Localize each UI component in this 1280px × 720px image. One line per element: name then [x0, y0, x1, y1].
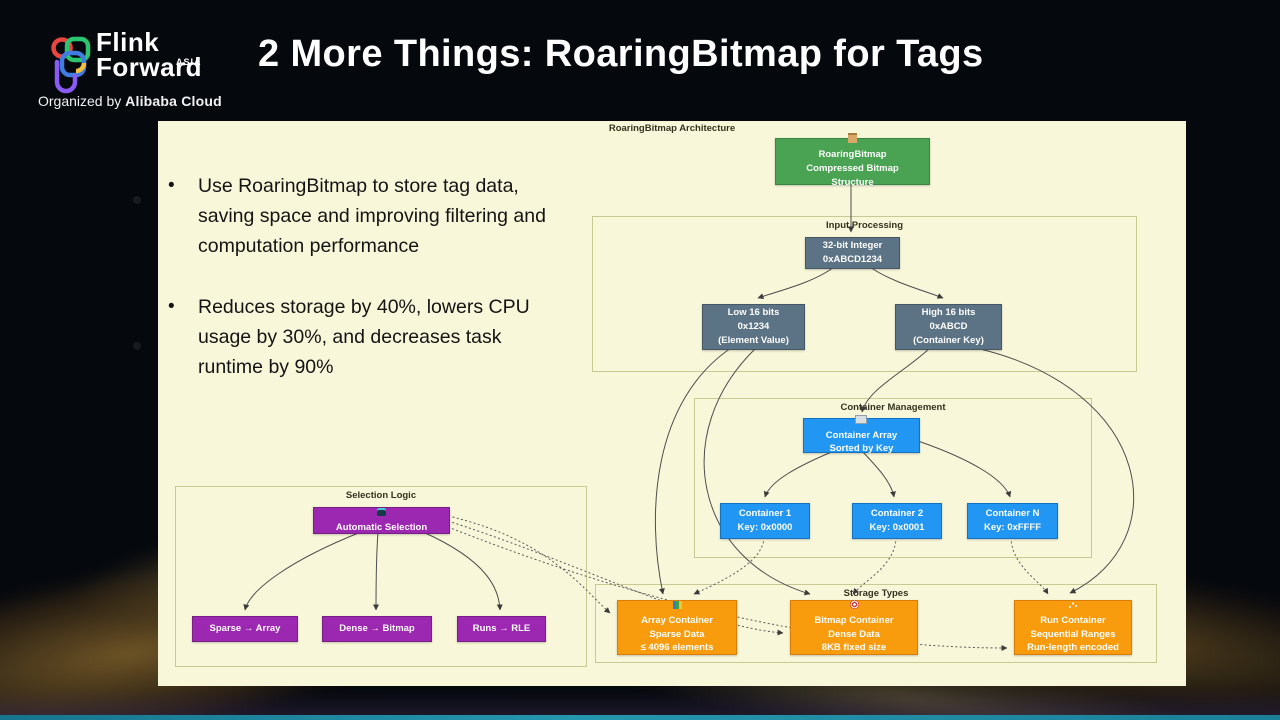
- store-line: ≤ 4096 elements: [640, 642, 714, 654]
- brand-wordmark: Flink Forward: [96, 27, 203, 82]
- store-title: Array Container: [641, 614, 713, 626]
- bullet-text-line: Use RoaringBitmap to store tag data,: [198, 175, 519, 197]
- slide-content-panel: • Use RoaringBitmap to store tag data, s…: [158, 121, 1186, 686]
- container-2-node: Container 2 Key: 0x0001: [852, 503, 942, 539]
- automatic-selection-node: Automatic Selection: [313, 507, 450, 534]
- roaringbitmap-root-node: RoaringBitmap Compressed Bitmap Structur…: [775, 133, 930, 188]
- diagram-title: RoaringBitmap Architecture: [608, 123, 736, 134]
- package-icon: [848, 133, 857, 144]
- storage-types-group: Storage Types: [595, 584, 1157, 663]
- slide-title: 2 More Things: RoaringBitmap for Tags: [258, 33, 984, 75]
- bullet-marker: •: [168, 175, 175, 196]
- container-management-label: Container Management: [840, 402, 946, 413]
- low-bits-line: (Element Value): [718, 334, 789, 346]
- container-node-line: Key: 0xFFFF: [983, 522, 1041, 533]
- bullet-text-line: Reduces storage by 40%, lowers CPU: [198, 296, 530, 318]
- store-line: Sequential Ranges: [1030, 628, 1116, 640]
- high-bits-line: (Container Key): [913, 334, 984, 346]
- bullet-text-line: usage by 30%, and decreases task: [198, 326, 502, 348]
- organizer-name: Alibaba Cloud: [125, 93, 222, 109]
- container-node-line: Key: 0x0001: [869, 522, 925, 533]
- scatter-dots-icon: [1067, 600, 1078, 609]
- store-line: Run-length encoded: [1027, 642, 1119, 654]
- bullet-text-line: runtime by 90%: [198, 356, 334, 378]
- selection-logic-label: Selection Logic: [345, 490, 417, 501]
- low-bits-line: Low 16 bits: [727, 307, 780, 319]
- integer-node-line: 32-bit Integer: [822, 240, 883, 252]
- integer-node-line: 0xABCD1234: [822, 254, 883, 265]
- scale-icon: [376, 507, 386, 516]
- bullet-text-line: saving space and improving filtering and: [198, 205, 546, 227]
- high-bits-line: High 16 bits: [921, 307, 976, 319]
- bullet-text-line: computation performance: [198, 235, 420, 257]
- ghost-bullet: [133, 342, 141, 350]
- container-node-line: Container 2: [870, 508, 924, 520]
- rule-label: Runs → RLE: [472, 623, 531, 635]
- store-title: Bitmap Container: [814, 614, 894, 626]
- store-line: 8KB fixed size: [821, 642, 887, 654]
- bullet-marker: •: [168, 296, 175, 317]
- rule-label: Dense → Bitmap: [339, 623, 415, 635]
- ghost-bullet: [133, 196, 141, 204]
- low-bits-line: 0x1234: [737, 321, 770, 333]
- sparse-array-node: Sparse → Array: [192, 616, 298, 642]
- low-bits-node: Low 16 bits 0x1234 (Element Value): [702, 304, 805, 350]
- container-management-group: Container Management: [694, 398, 1092, 558]
- container-array-line: Sorted by Key: [829, 443, 894, 455]
- container-1-node: Container 1 Key: 0x0000: [720, 503, 810, 539]
- automatic-selection-title: Automatic Selection: [335, 521, 428, 533]
- container-n-node: Container N Key: 0xFFFF: [967, 503, 1058, 539]
- storage-types-label: Storage Types: [843, 588, 909, 599]
- root-node-title: RoaringBitmap: [818, 149, 887, 161]
- teal-bottom-bar: [0, 715, 1280, 720]
- input-processing-group: Input Processing: [592, 216, 1137, 372]
- bar-chart-icon: [672, 600, 682, 609]
- brand-line1: Flink: [96, 27, 160, 57]
- store-line: Sparse Data: [649, 628, 705, 640]
- organized-by-line: Organized by Alibaba Cloud: [38, 93, 222, 109]
- bitmap-container-node: Bitmap Container Dense Data 8KB fixed si…: [790, 599, 918, 655]
- brand-line2: Forward: [96, 52, 203, 82]
- dense-bitmap-node: Dense → Bitmap: [322, 616, 432, 642]
- bottom-gradient-strip: [0, 689, 1280, 715]
- high-bits-node: High 16 bits 0xABCD (Container Key): [895, 304, 1002, 350]
- store-title: Run Container: [1040, 614, 1106, 626]
- container-array-node: Container Array Sorted by Key: [803, 414, 920, 455]
- integer-node: 32-bit Integer 0xABCD1234: [805, 237, 900, 269]
- root-node-line: Structure: [831, 176, 874, 188]
- store-line: Dense Data: [828, 628, 880, 640]
- rule-label: Sparse → Array: [209, 623, 281, 635]
- bullet-item: • Use RoaringBitmap to store tag data, s…: [168, 171, 628, 261]
- run-container-node: Run Container Sequential Ranges Run-leng…: [1014, 600, 1132, 655]
- organized-by-text: Organized by: [38, 93, 122, 109]
- diagram-edges: [243, 183, 1135, 651]
- container-node-line: Key: 0x0000: [737, 522, 793, 533]
- container-node-line: Container 1: [738, 508, 792, 520]
- bullet-item: • Reduces storage by 40%, lowers CPU usa…: [168, 292, 628, 382]
- target-icon: [849, 599, 859, 609]
- high-bits-line: 0xABCD: [929, 321, 968, 333]
- card-index-icon: [855, 414, 868, 424]
- flink-forward-logo-icon: [51, 36, 91, 94]
- container-array-title: Container Array: [825, 429, 898, 441]
- container-node-line: Container N: [985, 508, 1040, 520]
- root-node-line: Compressed Bitmap: [806, 163, 899, 174]
- bullet-list: • Use RoaringBitmap to store tag data, s…: [168, 171, 628, 413]
- runs-rle-node: Runs → RLE: [457, 616, 546, 642]
- array-container-node: Array Container Sparse Data ≤ 4096 eleme…: [617, 600, 737, 655]
- brand-region-label: ASIA: [176, 57, 202, 67]
- input-processing-label: Input Processing: [825, 220, 904, 231]
